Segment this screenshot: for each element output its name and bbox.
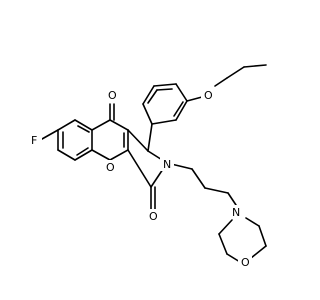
pyrrolidinone-nitrogen-label: N	[163, 158, 171, 171]
molecule-structure: F O O O O N N O	[28, 64, 267, 269]
ether-oxygen-label: O	[204, 89, 213, 102]
morpholine-nitrogen-label: N	[232, 206, 240, 219]
carbonyl-oxygen-right-label: O	[149, 210, 158, 223]
carbonyl-oxygen-top-label: O	[108, 89, 117, 102]
atom-labels: F O O O O N N O	[28, 88, 252, 269]
morpholine-oxygen-label: O	[241, 256, 250, 269]
molecule-canvas: F O O O O N N O	[28, 64, 267, 269]
fluorine-label: F	[31, 134, 37, 147]
ring-oxygen-label: O	[106, 161, 115, 174]
bond-lines	[41, 64, 267, 263]
